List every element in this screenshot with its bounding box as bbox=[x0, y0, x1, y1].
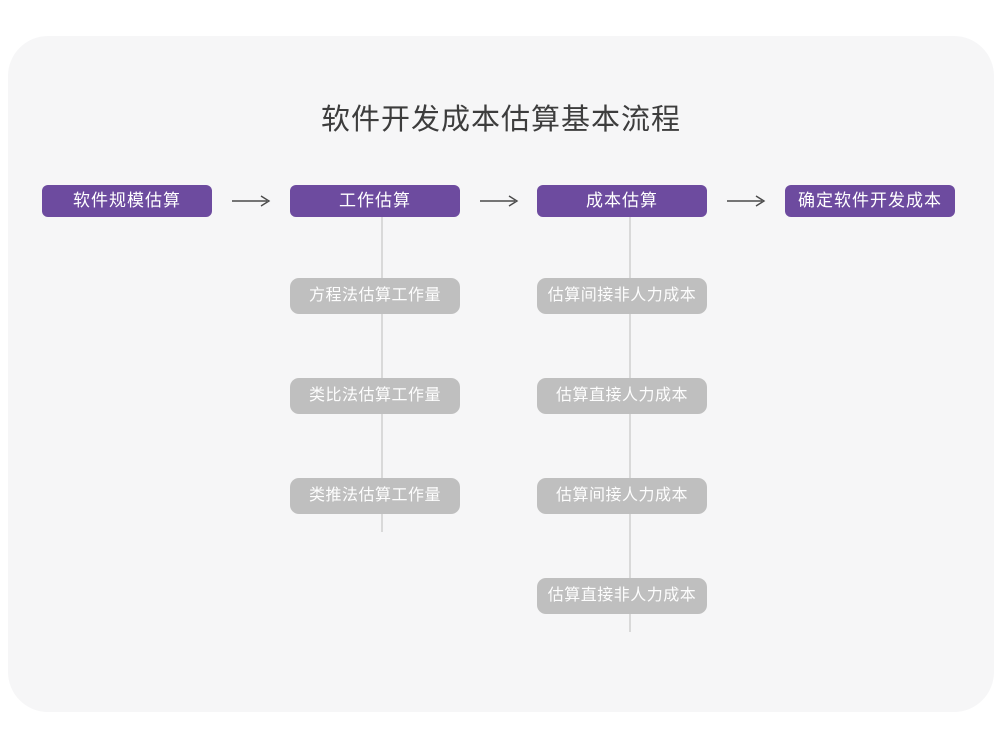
node-analogy-method-effort: 类比法估算工作量 bbox=[290, 378, 460, 414]
arrow-right-icon bbox=[232, 195, 271, 207]
connector-line-cost-estimation bbox=[629, 217, 631, 632]
flowchart-card: 软件开发成本估算基本流程 软件规模估算 工作估算 成本估算 确定软件开发成本 方… bbox=[8, 36, 994, 712]
node-equation-method-effort: 方程法估算工作量 bbox=[290, 278, 460, 314]
diagram-title: 软件开发成本估算基本流程 bbox=[320, 104, 681, 136]
node-indirect-labor-cost: 估算间接人力成本 bbox=[537, 478, 707, 514]
node-direct-labor-cost: 估算直接人力成本 bbox=[537, 378, 707, 414]
connector-line-work-estimation bbox=[381, 217, 383, 532]
node-work-estimation: 工作估算 bbox=[290, 185, 460, 217]
node-determine-development-cost: 确定软件开发成本 bbox=[785, 185, 955, 217]
arrow-right-icon bbox=[727, 195, 766, 207]
node-software-scale-estimation: 软件规模估算 bbox=[42, 185, 212, 217]
node-cost-estimation: 成本估算 bbox=[537, 185, 707, 217]
arrow-right-icon bbox=[480, 195, 519, 207]
node-direct-nonlabor-cost: 估算直接非人力成本 bbox=[537, 578, 707, 614]
node-extrapolation-method-effort: 类推法估算工作量 bbox=[290, 478, 460, 514]
node-indirect-nonlabor-cost: 估算间接非人力成本 bbox=[537, 278, 707, 314]
